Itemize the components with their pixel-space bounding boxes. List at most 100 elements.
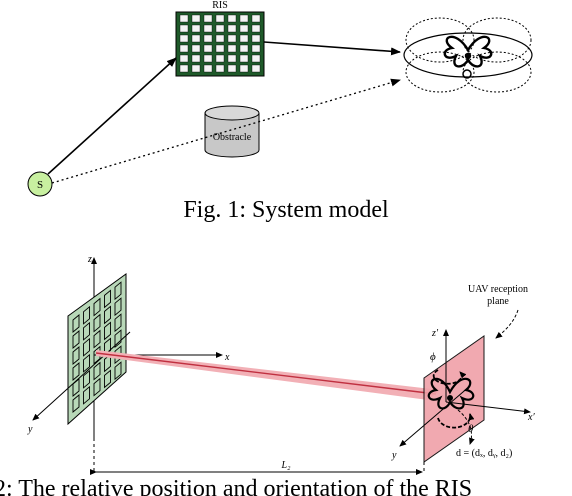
ris-element xyxy=(191,24,201,33)
ris-element xyxy=(191,44,201,53)
ris-element-3d xyxy=(93,329,101,349)
ris-element xyxy=(203,34,213,43)
y-prime-axis-label: y xyxy=(391,450,397,461)
ris-element xyxy=(227,34,237,43)
blocked-direct-link xyxy=(51,78,401,184)
y-axis xyxy=(32,331,131,421)
ris-element-3d xyxy=(104,369,111,389)
source-node xyxy=(27,171,53,197)
uav-plane-label-line2: plane xyxy=(487,296,509,307)
theta-rotation-arrow xyxy=(437,413,475,429)
beam xyxy=(96,350,440,400)
distance-label: L₂ xyxy=(280,460,291,471)
ris-element xyxy=(251,24,261,33)
ris-element xyxy=(227,24,237,33)
ris-element xyxy=(227,54,237,63)
ris-element xyxy=(215,34,225,43)
figure-2: z x y z′ x′ y ϕ xyxy=(27,254,535,475)
ris-element-3d xyxy=(72,346,80,365)
ris-element xyxy=(215,64,225,73)
ris-element xyxy=(227,44,237,53)
ris-element xyxy=(251,14,261,23)
ris-element xyxy=(179,14,189,23)
ris-label: RIS xyxy=(212,0,228,11)
ris-to-uav-link xyxy=(263,41,401,56)
ris-element xyxy=(191,34,201,43)
ris-element xyxy=(251,64,261,73)
ris-element xyxy=(203,64,213,73)
ris-element xyxy=(179,54,189,63)
theta-label: θ xyxy=(468,423,474,435)
uav-plane-label-line1: UAV reception xyxy=(468,284,528,295)
ris-element xyxy=(227,64,237,73)
ris-element-3d xyxy=(104,321,111,341)
ris-element-3d xyxy=(83,385,90,405)
ris-element-3d xyxy=(72,394,80,413)
ris-element-3d xyxy=(83,369,90,389)
ris-element xyxy=(203,24,213,33)
ris-element-3d xyxy=(114,281,122,301)
y-axis-label: y xyxy=(27,424,33,435)
ris-element-3d xyxy=(93,297,101,317)
ris-element xyxy=(179,44,189,53)
uav-drone-icon xyxy=(403,17,533,93)
ris-element xyxy=(215,14,225,23)
ris-element-3d xyxy=(104,305,111,325)
ris-element xyxy=(215,24,225,33)
ris-element xyxy=(179,24,189,33)
ris-element xyxy=(191,14,201,23)
ris-element xyxy=(203,14,213,23)
ris-element xyxy=(251,34,261,43)
z-axis-label: z xyxy=(87,254,92,265)
obstacle-label: Obstracle xyxy=(213,132,252,143)
ris-element xyxy=(215,44,225,53)
ris-element-3d xyxy=(114,329,122,349)
ris-element-3d xyxy=(104,289,111,309)
source-to-ris-link xyxy=(47,57,177,175)
ris-element-3d xyxy=(93,377,101,397)
ris-element xyxy=(203,44,213,53)
ris-element xyxy=(251,54,261,63)
ris-element xyxy=(239,54,249,63)
ris-element xyxy=(239,64,249,73)
figure-2-caption: 2: The relative position and orientation… xyxy=(0,476,472,496)
ris-element-3d xyxy=(72,362,80,381)
ris-element xyxy=(239,44,249,53)
phi-label: ϕ xyxy=(430,351,436,363)
ris-element-3d xyxy=(83,305,90,325)
x-axis-label: x xyxy=(224,352,230,363)
z-prime-axis-label: z′ xyxy=(431,328,439,339)
ris-element-3d xyxy=(83,321,90,341)
ris-element-3d xyxy=(93,313,101,333)
source-label: S xyxy=(37,179,43,191)
ris-element xyxy=(239,24,249,33)
x-prime-axis-label: x′ xyxy=(527,412,535,423)
figure-1: RIS S Obstracle xyxy=(27,0,533,197)
ris-element xyxy=(239,14,249,23)
uav-plane-pointer xyxy=(495,309,519,339)
ris-element-3d xyxy=(72,330,80,349)
ris-element-3d xyxy=(93,361,101,381)
ris-element xyxy=(227,14,237,23)
ris-panel xyxy=(175,11,265,77)
ris-element-3d xyxy=(114,361,122,381)
d-vector-label: d = (dₓ, dᵧ, d₂) xyxy=(456,448,512,459)
ris-element xyxy=(215,54,225,63)
ris-element-3d xyxy=(114,297,122,317)
ris-element-3d xyxy=(72,314,80,333)
ris-element xyxy=(191,54,201,63)
obstacle-cylinder xyxy=(204,105,260,158)
ris-element-3d xyxy=(83,353,90,373)
x-prime-axis xyxy=(445,401,531,415)
uav-drone-on-plane-icon xyxy=(427,377,475,410)
ris-element xyxy=(251,44,261,53)
figure-1-caption: Fig. 1: System model xyxy=(183,197,389,223)
ris-element-3d xyxy=(83,337,90,357)
ris-element xyxy=(203,54,213,63)
d-vector-pointer xyxy=(457,409,475,445)
ris-panel-3d xyxy=(67,273,127,426)
ris-element xyxy=(179,34,189,43)
ris-element xyxy=(179,64,189,73)
y-prime-axis xyxy=(399,385,471,447)
